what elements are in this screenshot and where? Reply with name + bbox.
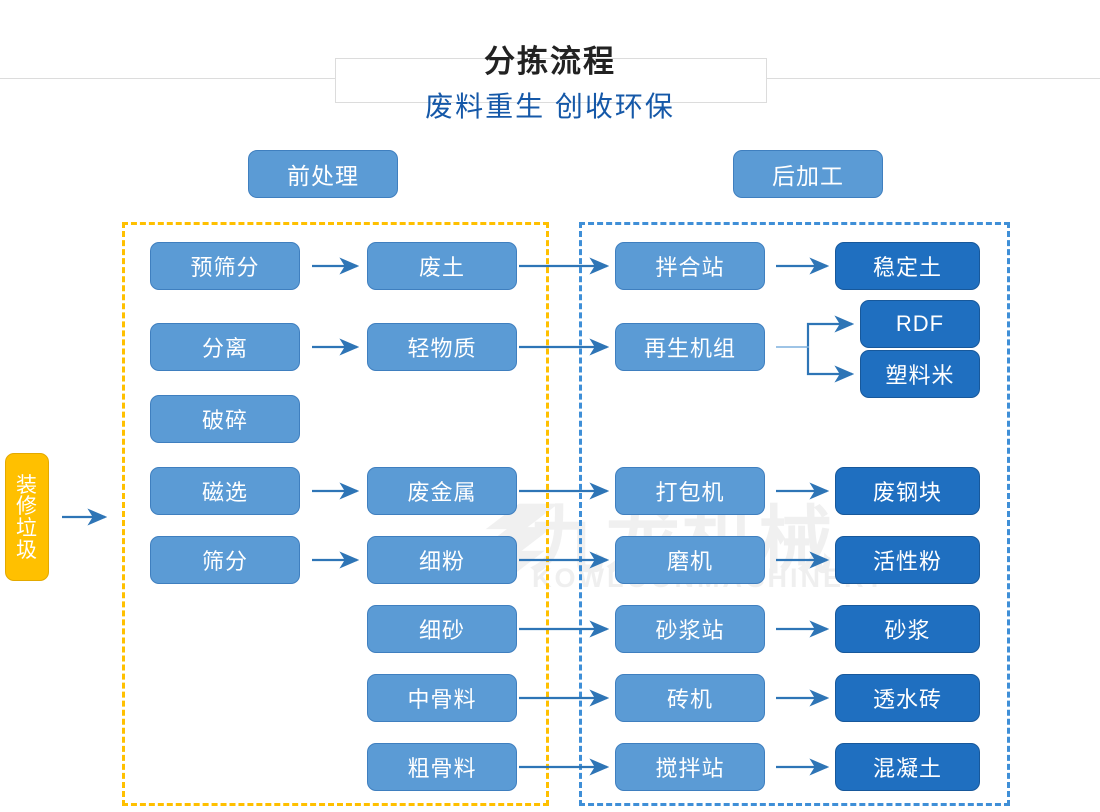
node-light-material[interactable]: 轻物质	[367, 323, 517, 371]
node-scrap-steel[interactable]: 废钢块	[835, 467, 980, 515]
node-rdf[interactable]: RDF	[860, 300, 980, 348]
node-sieving[interactable]: 筛分	[150, 536, 300, 584]
node-mortar[interactable]: 砂浆	[835, 605, 980, 653]
node-pre-screen[interactable]: 预筛分	[150, 242, 300, 290]
node-mortar-station[interactable]: 砂浆站	[615, 605, 765, 653]
node-fine-sand[interactable]: 细砂	[367, 605, 517, 653]
page-title: 分拣流程	[484, 44, 616, 79]
node-magnetic[interactable]: 磁选	[150, 467, 300, 515]
node-scrap-metal[interactable]: 废金属	[367, 467, 517, 515]
source-char-1: 装	[16, 473, 38, 497]
node-concrete-station[interactable]: 搅拌站	[615, 743, 765, 791]
source-char-2: 修	[16, 495, 38, 519]
node-coarse-aggregate[interactable]: 粗骨料	[367, 743, 517, 791]
node-waste-soil[interactable]: 废土	[367, 242, 517, 290]
node-grinder[interactable]: 磨机	[615, 536, 765, 584]
source-char-3: 垃	[16, 517, 38, 540]
node-concrete[interactable]: 混凝土	[835, 743, 980, 791]
node-source-waste[interactable]: 装 修 垃 圾	[5, 453, 49, 581]
node-fine-powder[interactable]: 细粉	[367, 536, 517, 584]
node-plastic-pellet[interactable]: 塑料米	[860, 350, 980, 398]
page-subtitle: 废料重生 创收环保	[425, 91, 675, 122]
node-active-powder[interactable]: 活性粉	[835, 536, 980, 584]
node-baler[interactable]: 打包机	[615, 467, 765, 515]
node-mixing-station[interactable]: 拌合站	[615, 242, 765, 290]
source-char-4: 圾	[16, 538, 38, 562]
node-stabilized-soil[interactable]: 稳定土	[835, 242, 980, 290]
section-header-post-process[interactable]: 后加工	[733, 150, 883, 198]
panel-post-process	[579, 222, 1010, 806]
node-brick-machine[interactable]: 砖机	[615, 674, 765, 722]
node-medium-aggregate[interactable]: 中骨料	[367, 674, 517, 722]
section-header-pre-process[interactable]: 前处理	[248, 150, 398, 198]
node-permeable-brick[interactable]: 透水砖	[835, 674, 980, 722]
node-separation[interactable]: 分离	[150, 323, 300, 371]
node-recycling-unit[interactable]: 再生机组	[615, 323, 765, 371]
title-frame	[335, 58, 767, 103]
node-crushing[interactable]: 破碎	[150, 395, 300, 443]
